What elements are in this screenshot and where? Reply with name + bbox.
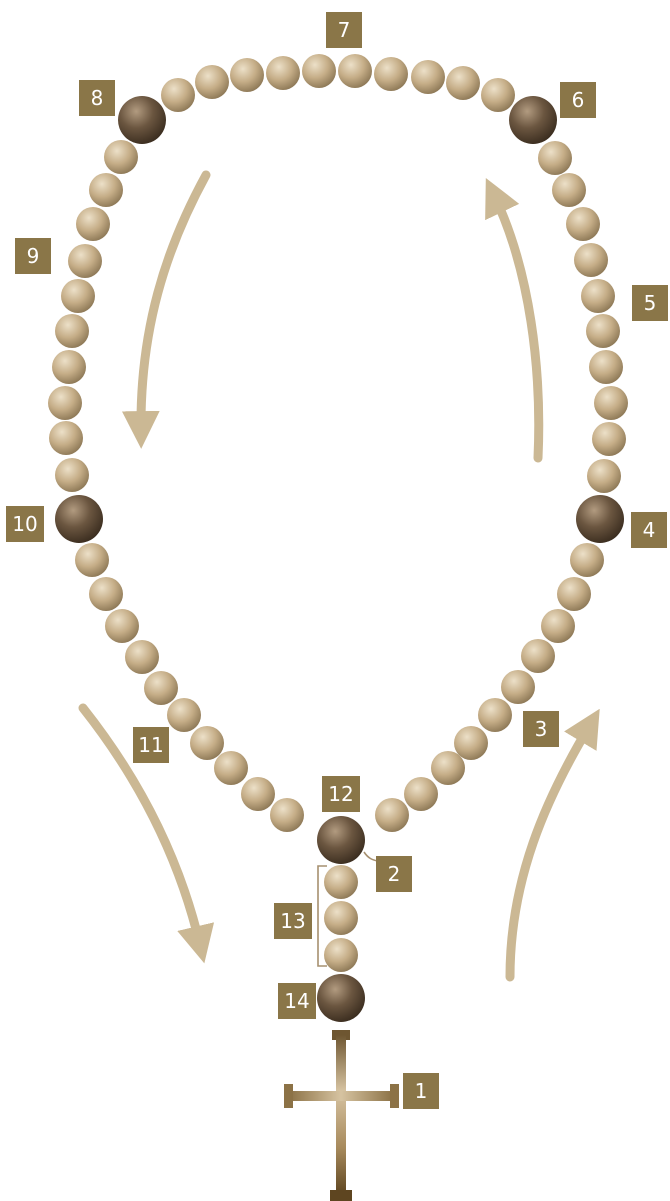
bead-chain [48, 54, 628, 1022]
small-bead [411, 60, 445, 94]
svg-text:12: 12 [328, 782, 353, 806]
label-3: 3 [523, 711, 559, 747]
svg-text:4: 4 [643, 518, 656, 542]
small-bead [594, 386, 628, 420]
small-bead [587, 459, 621, 493]
small-bead [52, 350, 86, 384]
small-bead [324, 901, 358, 935]
small-bead [586, 314, 620, 348]
small-bead [75, 543, 109, 577]
small-bead [375, 798, 409, 832]
label-6: 6 [560, 82, 596, 118]
small-bead [501, 670, 535, 704]
arrow-left-loop [141, 175, 206, 430]
small-bead [89, 577, 123, 611]
label-13: 13 [274, 903, 312, 939]
small-bead [557, 577, 591, 611]
svg-text:3: 3 [535, 717, 548, 741]
large-bead [55, 495, 103, 543]
arrow-right-loop [494, 195, 539, 458]
small-bead [48, 386, 82, 420]
label-9: 9 [15, 238, 51, 274]
small-bead [454, 726, 488, 760]
label-11: 11 [133, 727, 169, 763]
label-10: 10 [6, 506, 44, 542]
small-bead [266, 56, 300, 90]
small-bead [589, 350, 623, 384]
svg-text:5: 5 [644, 291, 657, 315]
small-bead [521, 639, 555, 673]
small-bead [574, 243, 608, 277]
small-bead [76, 207, 110, 241]
small-bead [338, 54, 372, 88]
arrow-bottom-right [510, 725, 590, 977]
small-bead [241, 777, 275, 811]
small-bead [592, 422, 626, 456]
svg-text:2: 2 [388, 862, 401, 886]
small-bead [324, 865, 358, 899]
small-bead [89, 173, 123, 207]
svg-text:7: 7 [338, 18, 351, 42]
small-bead [161, 78, 195, 112]
small-bead [566, 207, 600, 241]
small-bead [190, 726, 224, 760]
small-bead [538, 141, 572, 175]
small-bead [481, 78, 515, 112]
small-bead [478, 698, 512, 732]
large-bead [118, 96, 166, 144]
label-4: 4 [631, 512, 667, 548]
small-bead [104, 140, 138, 174]
small-bead [125, 640, 159, 674]
large-bead [509, 96, 557, 144]
small-bead [302, 54, 336, 88]
svg-text:13: 13 [280, 909, 305, 933]
large-bead [576, 495, 624, 543]
label-8: 8 [79, 80, 115, 116]
svg-text:1: 1 [415, 1079, 428, 1103]
small-bead [404, 777, 438, 811]
small-bead [541, 609, 575, 643]
small-bead [68, 244, 102, 278]
small-bead [195, 65, 229, 99]
svg-text:10: 10 [12, 512, 37, 536]
large-bead [317, 816, 365, 864]
label-7: 7 [326, 12, 362, 48]
svg-text:6: 6 [572, 88, 585, 112]
small-bead [324, 938, 358, 972]
small-bead [230, 58, 264, 92]
large-bead [317, 974, 365, 1022]
small-bead [214, 751, 248, 785]
small-bead [270, 798, 304, 832]
leader-line [364, 852, 378, 861]
small-bead [55, 458, 89, 492]
label-12: 12 [322, 776, 360, 812]
small-bead [552, 173, 586, 207]
label-2: 2 [376, 856, 412, 892]
small-bead [49, 421, 83, 455]
svg-text:9: 9 [27, 244, 40, 268]
small-bead [570, 543, 604, 577]
small-bead [374, 57, 408, 91]
svg-text:8: 8 [91, 86, 104, 110]
small-bead [105, 609, 139, 643]
svg-text:14: 14 [284, 989, 309, 1013]
small-bead [581, 279, 615, 313]
small-bead [144, 671, 178, 705]
label-14: 14 [278, 983, 316, 1019]
label-5: 5 [632, 285, 668, 321]
small-bead [431, 751, 465, 785]
label-1: 1 [403, 1073, 439, 1109]
small-bead [55, 314, 89, 348]
svg-text:11: 11 [138, 733, 163, 757]
small-bead [167, 698, 201, 732]
cross [284, 1030, 399, 1201]
small-bead [61, 279, 95, 313]
small-bead [446, 66, 480, 100]
